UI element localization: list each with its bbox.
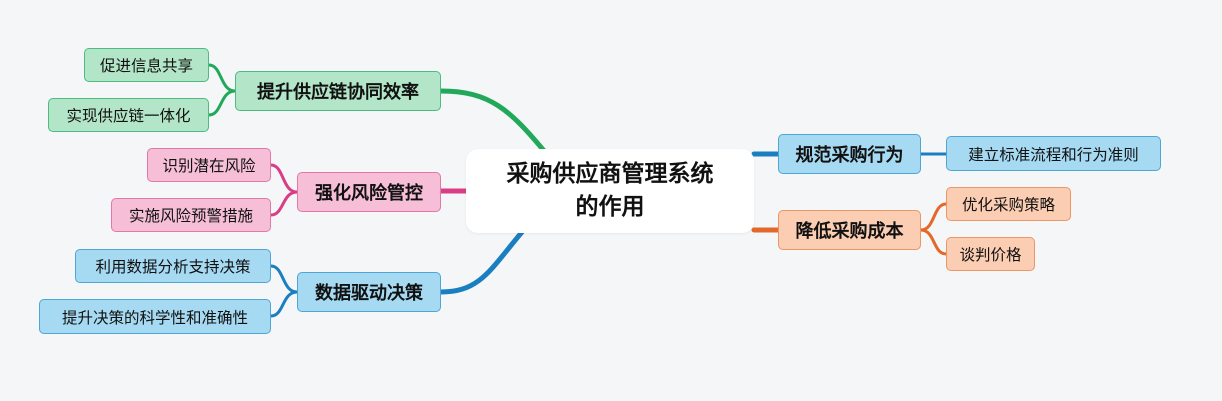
link-green-leaf-2	[207, 89, 237, 117]
link-pink-leaf-1	[269, 163, 299, 194]
branch-risk-control[interactable]: 强化风险管控	[297, 172, 441, 212]
leaf-data-analysis[interactable]: 利用数据分析支持决策	[75, 249, 271, 283]
link-blue-leaf-1	[269, 264, 299, 294]
leaf-standard-process[interactable]: 建立标准流程和行为准则	[946, 136, 1161, 171]
link-orange-leaf-2	[919, 228, 948, 256]
link-pink-leaf-2	[269, 190, 299, 217]
leaf-supply-chain-integration[interactable]: 实现供应链一体化	[48, 98, 209, 132]
link-orange-leaf-1	[919, 202, 948, 232]
branch-data-driven-decision[interactable]: 数据驱动决策	[297, 272, 441, 312]
branch-standardize-procurement[interactable]: 规范采购行为	[778, 134, 921, 174]
leaf-decision-accuracy[interactable]: 提升决策的科学性和准确性	[39, 299, 271, 334]
link-root-blue	[438, 229, 525, 295]
leaf-info-sharing[interactable]: 促进信息共享	[84, 48, 209, 82]
branch-supply-chain-efficiency[interactable]: 提升供应链协同效率	[235, 71, 441, 111]
leaf-optimize-strategy[interactable]: 优化采购策略	[946, 187, 1071, 221]
link-green-leaf-1	[207, 63, 237, 93]
link-root-green	[438, 88, 548, 155]
leaf-risk-warning[interactable]: 实施风险预警措施	[111, 198, 271, 232]
link-blue-leaf-2	[269, 290, 299, 318]
root-node[interactable]: 采购供应商管理系统 的作用	[466, 149, 754, 233]
root-title-line-2: 的作用	[575, 194, 645, 220]
leaf-negotiate-price[interactable]: 谈判价格	[946, 237, 1035, 271]
branch-reduce-cost[interactable]: 降低采购成本	[778, 210, 921, 250]
leaf-identify-risks[interactable]: 识别潜在风险	[147, 148, 271, 182]
root-title-line-1: 采购供应商管理系统	[506, 161, 714, 187]
